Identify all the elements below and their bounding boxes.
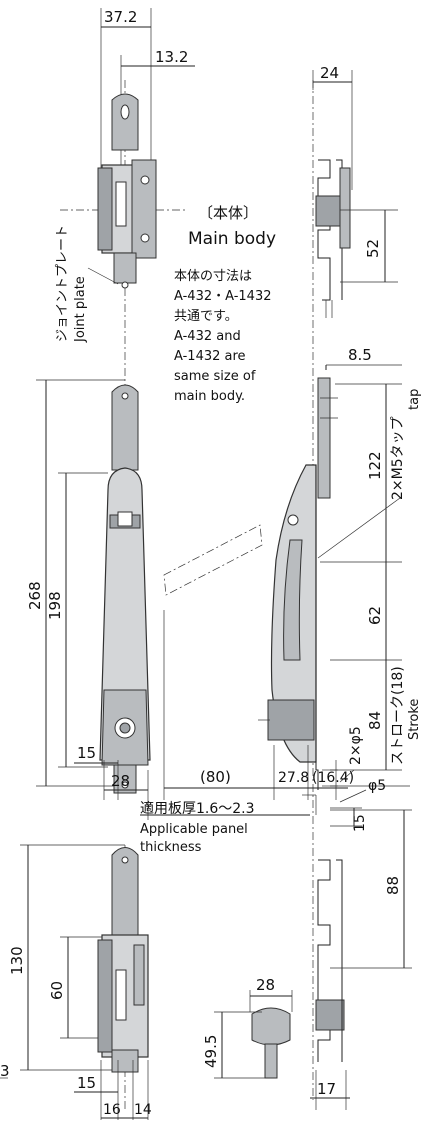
dim-27-8: 27.8 xyxy=(278,770,309,786)
dim-130: 130 xyxy=(8,946,26,975)
panel-outline: (80) 27.8 (16.4) 適用板厚1.6～2.3 Applicable … xyxy=(140,524,354,855)
common-size-note: 本体の寸法は A-432・A-1432 共通です。 A-432 and A-14… xyxy=(174,269,272,404)
front-bottom-dimensions: 15 28 xyxy=(74,744,149,820)
dim-lower-right-15: 15 xyxy=(352,814,368,832)
dim-13-2: 13.2 xyxy=(155,48,188,66)
panel-thickness-ja: 適用板厚1.6～2.3 xyxy=(140,800,255,817)
note-line-5: A-1432 are xyxy=(174,349,246,364)
dim-37-2: 37.2 xyxy=(104,8,137,26)
dim-edge-fragment: 3 xyxy=(0,1062,10,1080)
note-line-7: main body. xyxy=(174,389,245,404)
note-line-2: A-432・A-1432 xyxy=(174,289,272,304)
dim-key-28: 28 xyxy=(256,976,275,994)
dim-24: 24 xyxy=(320,64,339,82)
dim-15: 15 xyxy=(77,744,96,762)
panel-thickness-en-1: Applicable panel xyxy=(140,822,248,837)
tap-label-ja: 2×M5タップ xyxy=(390,416,406,500)
main-body-title: 〔本体〕 Main body xyxy=(188,204,276,249)
key-icon xyxy=(251,1007,291,1046)
joint-plate-ja: ジョイントプレート xyxy=(55,225,70,342)
side-view-upper: 24 52 xyxy=(312,64,398,1100)
dim-8-5: 8.5 xyxy=(348,346,372,364)
dim-lower-14: 14 xyxy=(134,1102,152,1118)
dim-52: 52 xyxy=(364,239,382,258)
dim-49-5: 49.5 xyxy=(202,1035,220,1068)
note-line-4: A-432 and xyxy=(174,329,241,344)
tap-label-en: tap xyxy=(407,389,422,410)
side-view-handle: 8.5 122 62 84 2×M5タップ tap 2×φ5 ストローク(18)… xyxy=(258,346,422,790)
dim-62: 62 xyxy=(366,606,384,625)
title-ja: 〔本体〕 xyxy=(198,204,258,222)
dim-lower-15: 15 xyxy=(77,1074,96,1092)
dim-17: 17 xyxy=(317,1080,336,1098)
title-en: Main body xyxy=(188,229,276,249)
note-line-6: same size of xyxy=(174,369,256,384)
side-view-lower: φ5 15 88 17 xyxy=(310,778,412,1110)
dim-88: 88 xyxy=(384,876,402,895)
dim-198: 198 xyxy=(46,591,64,620)
dim-60: 60 xyxy=(48,981,66,1000)
dim-16-4: (16.4) xyxy=(312,770,354,786)
front-view-upper: ジョイントプレート Joint plate xyxy=(55,80,185,400)
dim-lower-16: 16 xyxy=(103,1102,121,1118)
key-drawing: 28 49.5 xyxy=(202,976,293,1079)
stroke-label-en: Stroke xyxy=(407,699,422,740)
dim-84: 84 xyxy=(366,711,384,730)
dim-268: 268 xyxy=(26,581,44,610)
hole-small-label: φ5 xyxy=(368,778,386,794)
note-line-3: 共通です。 xyxy=(174,309,238,324)
joint-plate-en: Joint plate xyxy=(73,276,88,343)
front-view-handle: 268 198 xyxy=(26,379,151,794)
note-line-1: 本体の寸法は xyxy=(174,269,252,284)
front-view-lower: 130 60 3 15 16 14 xyxy=(0,844,152,1120)
hole-label: 2×φ5 xyxy=(348,726,364,765)
panel-thickness-en-2: thickness xyxy=(140,840,202,855)
top-dimensions: 37.2 13.2 xyxy=(100,8,195,180)
dim-122: 122 xyxy=(366,451,384,480)
dim-80: (80) xyxy=(200,768,231,786)
dim-28: 28 xyxy=(111,772,130,790)
stroke-label-ja: ストローク(18) xyxy=(390,666,406,765)
